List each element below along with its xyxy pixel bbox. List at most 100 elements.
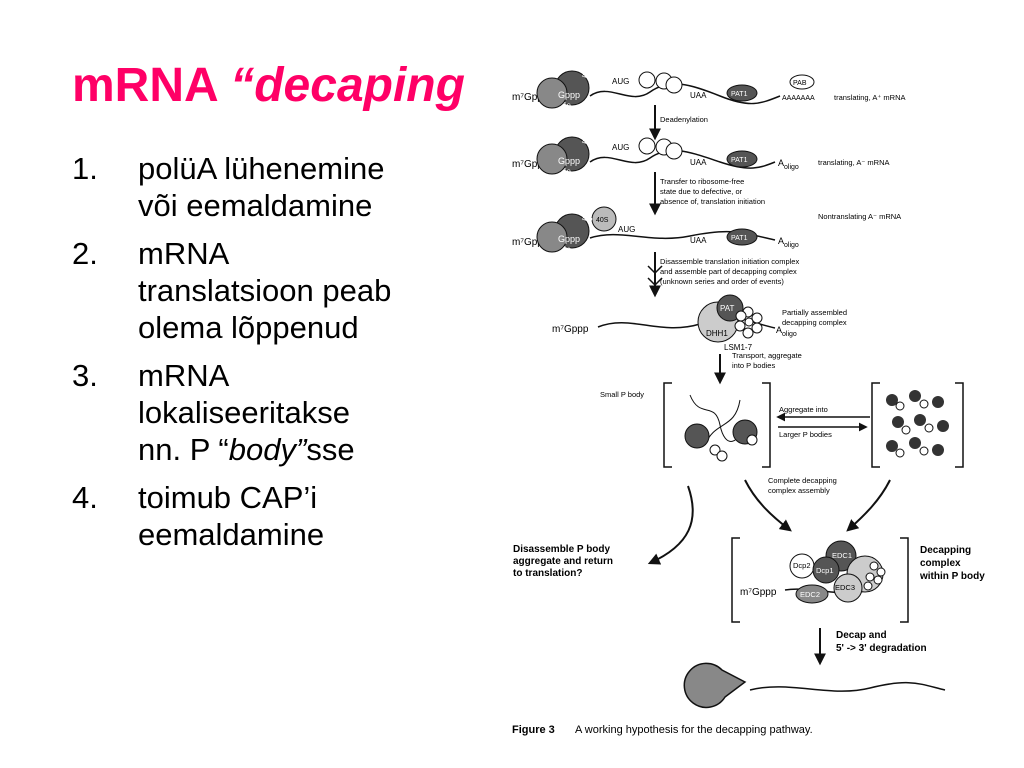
aug-label: AUG <box>612 77 629 86</box>
oligo-subscript: oligo <box>782 331 797 338</box>
edc1-label: EDC1 <box>832 551 852 560</box>
eif4g-label: 4G <box>582 214 593 223</box>
figure-caption-label: Figure 3 <box>512 724 555 736</box>
lsm-ring <box>716 450 728 462</box>
gppp-label: Gppp <box>558 156 580 166</box>
small-p-body-label: Small P body <box>600 390 644 399</box>
decapping-p-line: within P body <box>919 571 985 582</box>
cap-label: m⁷Gppp <box>512 92 549 103</box>
transport-line: Transport, aggregate <box>732 351 802 360</box>
uaa-label: UAA <box>690 158 707 167</box>
ribosome-shape <box>638 71 656 89</box>
complex-shape <box>886 394 898 406</box>
bracket-left <box>663 382 672 468</box>
lsm-ring <box>863 581 873 591</box>
bullet-line: eemaldamine <box>138 517 325 552</box>
eif4e-shape <box>536 221 568 253</box>
eif4g-label: 4G <box>582 137 593 146</box>
pat1-label: PAT1 <box>731 91 748 98</box>
arrow-assembly <box>846 479 891 532</box>
bullet-number: 2. <box>72 236 98 271</box>
lsm-ring <box>742 327 754 339</box>
bracket-left <box>871 382 880 468</box>
lsm-ring <box>746 434 758 446</box>
arrow-chevron <box>654 277 663 286</box>
ribosome-shape <box>665 142 683 160</box>
row-2-label: translating, A⁻ mRNA <box>818 158 889 167</box>
larger-pbodies-label: Larger P bodies <box>779 430 832 439</box>
bullet-number: 4. <box>72 480 98 515</box>
lsm-ring <box>919 446 929 456</box>
small-p-body: Small P body <box>600 382 771 468</box>
pat1-shape <box>726 228 758 246</box>
bullet-number: 1. <box>72 151 98 186</box>
edc3-label: EDC3 <box>835 583 855 592</box>
partial-line: Partially assembled <box>782 308 847 317</box>
bullet-line: polüA lühenemine <box>138 151 385 186</box>
cap-label: m⁷Gppp <box>552 324 589 335</box>
exonuclease-pacman-icon <box>683 662 747 709</box>
lsm-ring <box>901 425 911 435</box>
disassemble-p-line: aggregate and return <box>513 556 613 567</box>
bracket-right <box>762 382 771 468</box>
row-1-translating-mrna: m⁷Gppp 4G 4e Gppp AUG UAA PAT1 PAB AAAAA… <box>512 70 905 110</box>
row-2-deadenylated-mrna: m⁷Gppp 4G 4e Gppp AUG UAA PAT1 Aoligo tr… <box>512 136 889 176</box>
aggregate-into-label: Aggregate into <box>779 405 828 414</box>
ribosome-shape <box>665 76 683 94</box>
eif4e-shape <box>536 77 568 109</box>
pab-label: PAB <box>793 80 807 87</box>
lsm-ring <box>895 401 905 411</box>
lsm-ring <box>734 320 746 332</box>
ribosome-40s-shape <box>591 206 617 232</box>
bullet-number: 3. <box>72 358 98 393</box>
oligo-subscript: oligo <box>784 242 799 249</box>
arrow-return <box>647 485 694 565</box>
transfer-line: state due to defective, or <box>660 187 743 196</box>
cap-label: m⁷Gppp <box>740 587 777 598</box>
deadenylation-label: Deadenylation <box>660 115 708 124</box>
dcp2-label: Dcp2 <box>793 561 811 570</box>
figure-caption: A working hypothesis for the decapping p… <box>575 724 813 736</box>
decap-line: 5' -> 3' degradation <box>836 643 927 654</box>
lsm-label: LSM1-7 <box>724 343 753 352</box>
slide-title: mRNA “decaping <box>72 58 465 113</box>
eif4e-label: 4e <box>562 101 571 110</box>
edc2-label: EDC2 <box>800 590 820 599</box>
complex-shape <box>684 423 710 449</box>
pab-shape <box>789 74 815 90</box>
dhh1-label: DHH1 <box>706 329 728 338</box>
bullet-line: translatsioon peab <box>138 273 392 308</box>
cap-label: m⁷Gppp <box>512 159 549 170</box>
arrow-chevron <box>647 265 656 274</box>
bracket-right <box>955 382 964 468</box>
eif4e-shape <box>536 143 568 175</box>
arrow-assembly <box>744 479 792 532</box>
bullet-line-prefix: nn. P “ <box>138 432 229 467</box>
complete-line: Complete decapping <box>768 476 837 485</box>
decapping-complex-p-body: m⁷Gppp EDC1 Dcp2 Dcp1 EDC3 EDC2 Decappin… <box>731 537 985 623</box>
dcp1-label: Dcp1 <box>816 566 834 575</box>
lsm-ring <box>876 567 886 577</box>
arrow-chevron <box>647 277 656 286</box>
lsm-ring <box>735 310 747 322</box>
pat1-shape <box>726 150 758 168</box>
transfer-line: absence of, translation initiation <box>660 197 765 206</box>
bullet-item-1: 1. polüA lühenemine või eemaldamine <box>72 150 492 224</box>
complex-shape <box>892 416 904 428</box>
gppp-label: Gppp <box>558 90 580 100</box>
ribosome-40s-label: 40S <box>596 217 609 224</box>
dcp1-shape <box>812 556 840 584</box>
transport-line: into P bodies <box>732 361 775 370</box>
bracket-right <box>900 537 909 623</box>
poly-a-label: AAAAAAA <box>782 95 815 102</box>
bullet-line: toimub CAP’i <box>138 480 318 515</box>
eif4g-label: 4G <box>582 71 593 80</box>
a-oligo-label: Aoligo <box>778 158 799 171</box>
decap-line: Decap and <box>836 630 887 641</box>
eif4e-label: 4e <box>562 245 571 254</box>
disassemble-p-line: Disassemble P body <box>513 544 611 555</box>
arrow-chevron <box>654 265 663 274</box>
row-1-label: translating, A⁺ mRNA <box>834 93 905 102</box>
bracket-left <box>731 537 740 623</box>
a-letter: A <box>778 158 784 168</box>
